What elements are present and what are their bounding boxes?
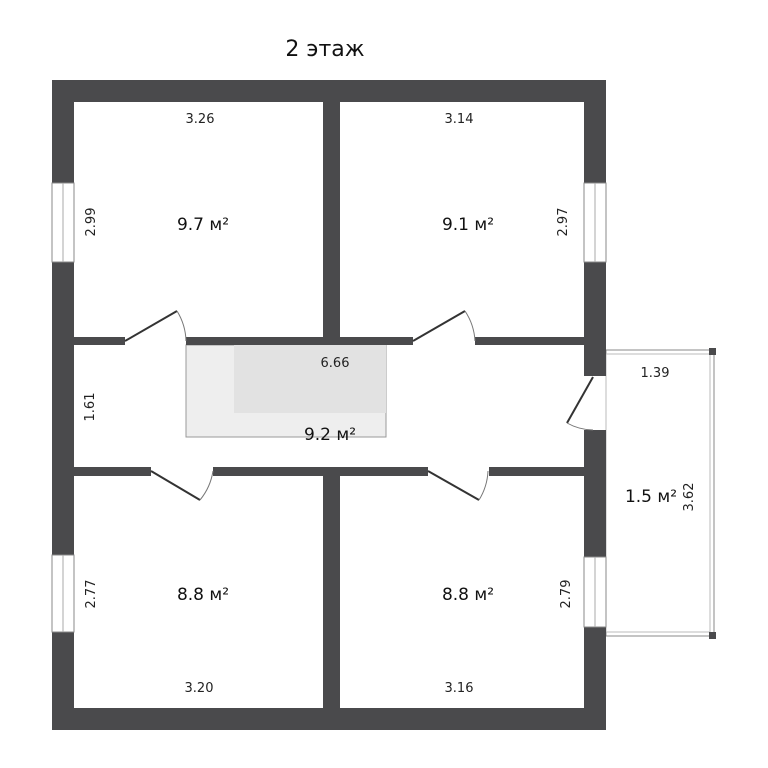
- dimension-label: 2.79: [559, 580, 574, 609]
- dimension-label: 1.39: [641, 366, 670, 381]
- dimension-label: 3.14: [445, 112, 474, 127]
- room-area: 8.8 м²: [442, 585, 494, 605]
- room-area: 1.5 м²: [625, 487, 677, 507]
- inner-walls: [74, 102, 584, 708]
- room-area: 9.1 м²: [442, 215, 494, 235]
- dimension-label: 3.20: [185, 681, 214, 696]
- windows: [51, 182, 607, 633]
- room-area: 9.7 м²: [177, 215, 229, 235]
- dimension-label: 6.66: [321, 356, 350, 371]
- dimension-label: 2.97: [556, 208, 571, 237]
- room-area: 9.2 м²: [304, 425, 356, 445]
- doors: [124, 310, 594, 501]
- dimension-label: 3.62: [682, 483, 697, 512]
- dimension-label: 2.99: [84, 208, 99, 237]
- dimension-label: 3.16: [445, 681, 474, 696]
- dimension-label: 2.77: [84, 580, 99, 609]
- dimension-label: 1.61: [83, 393, 98, 422]
- floor-title: 2 этаж: [285, 37, 364, 62]
- dimension-label: 3.26: [186, 112, 215, 127]
- stair-inner: [234, 345, 386, 413]
- room-area: 8.8 м²: [177, 585, 229, 605]
